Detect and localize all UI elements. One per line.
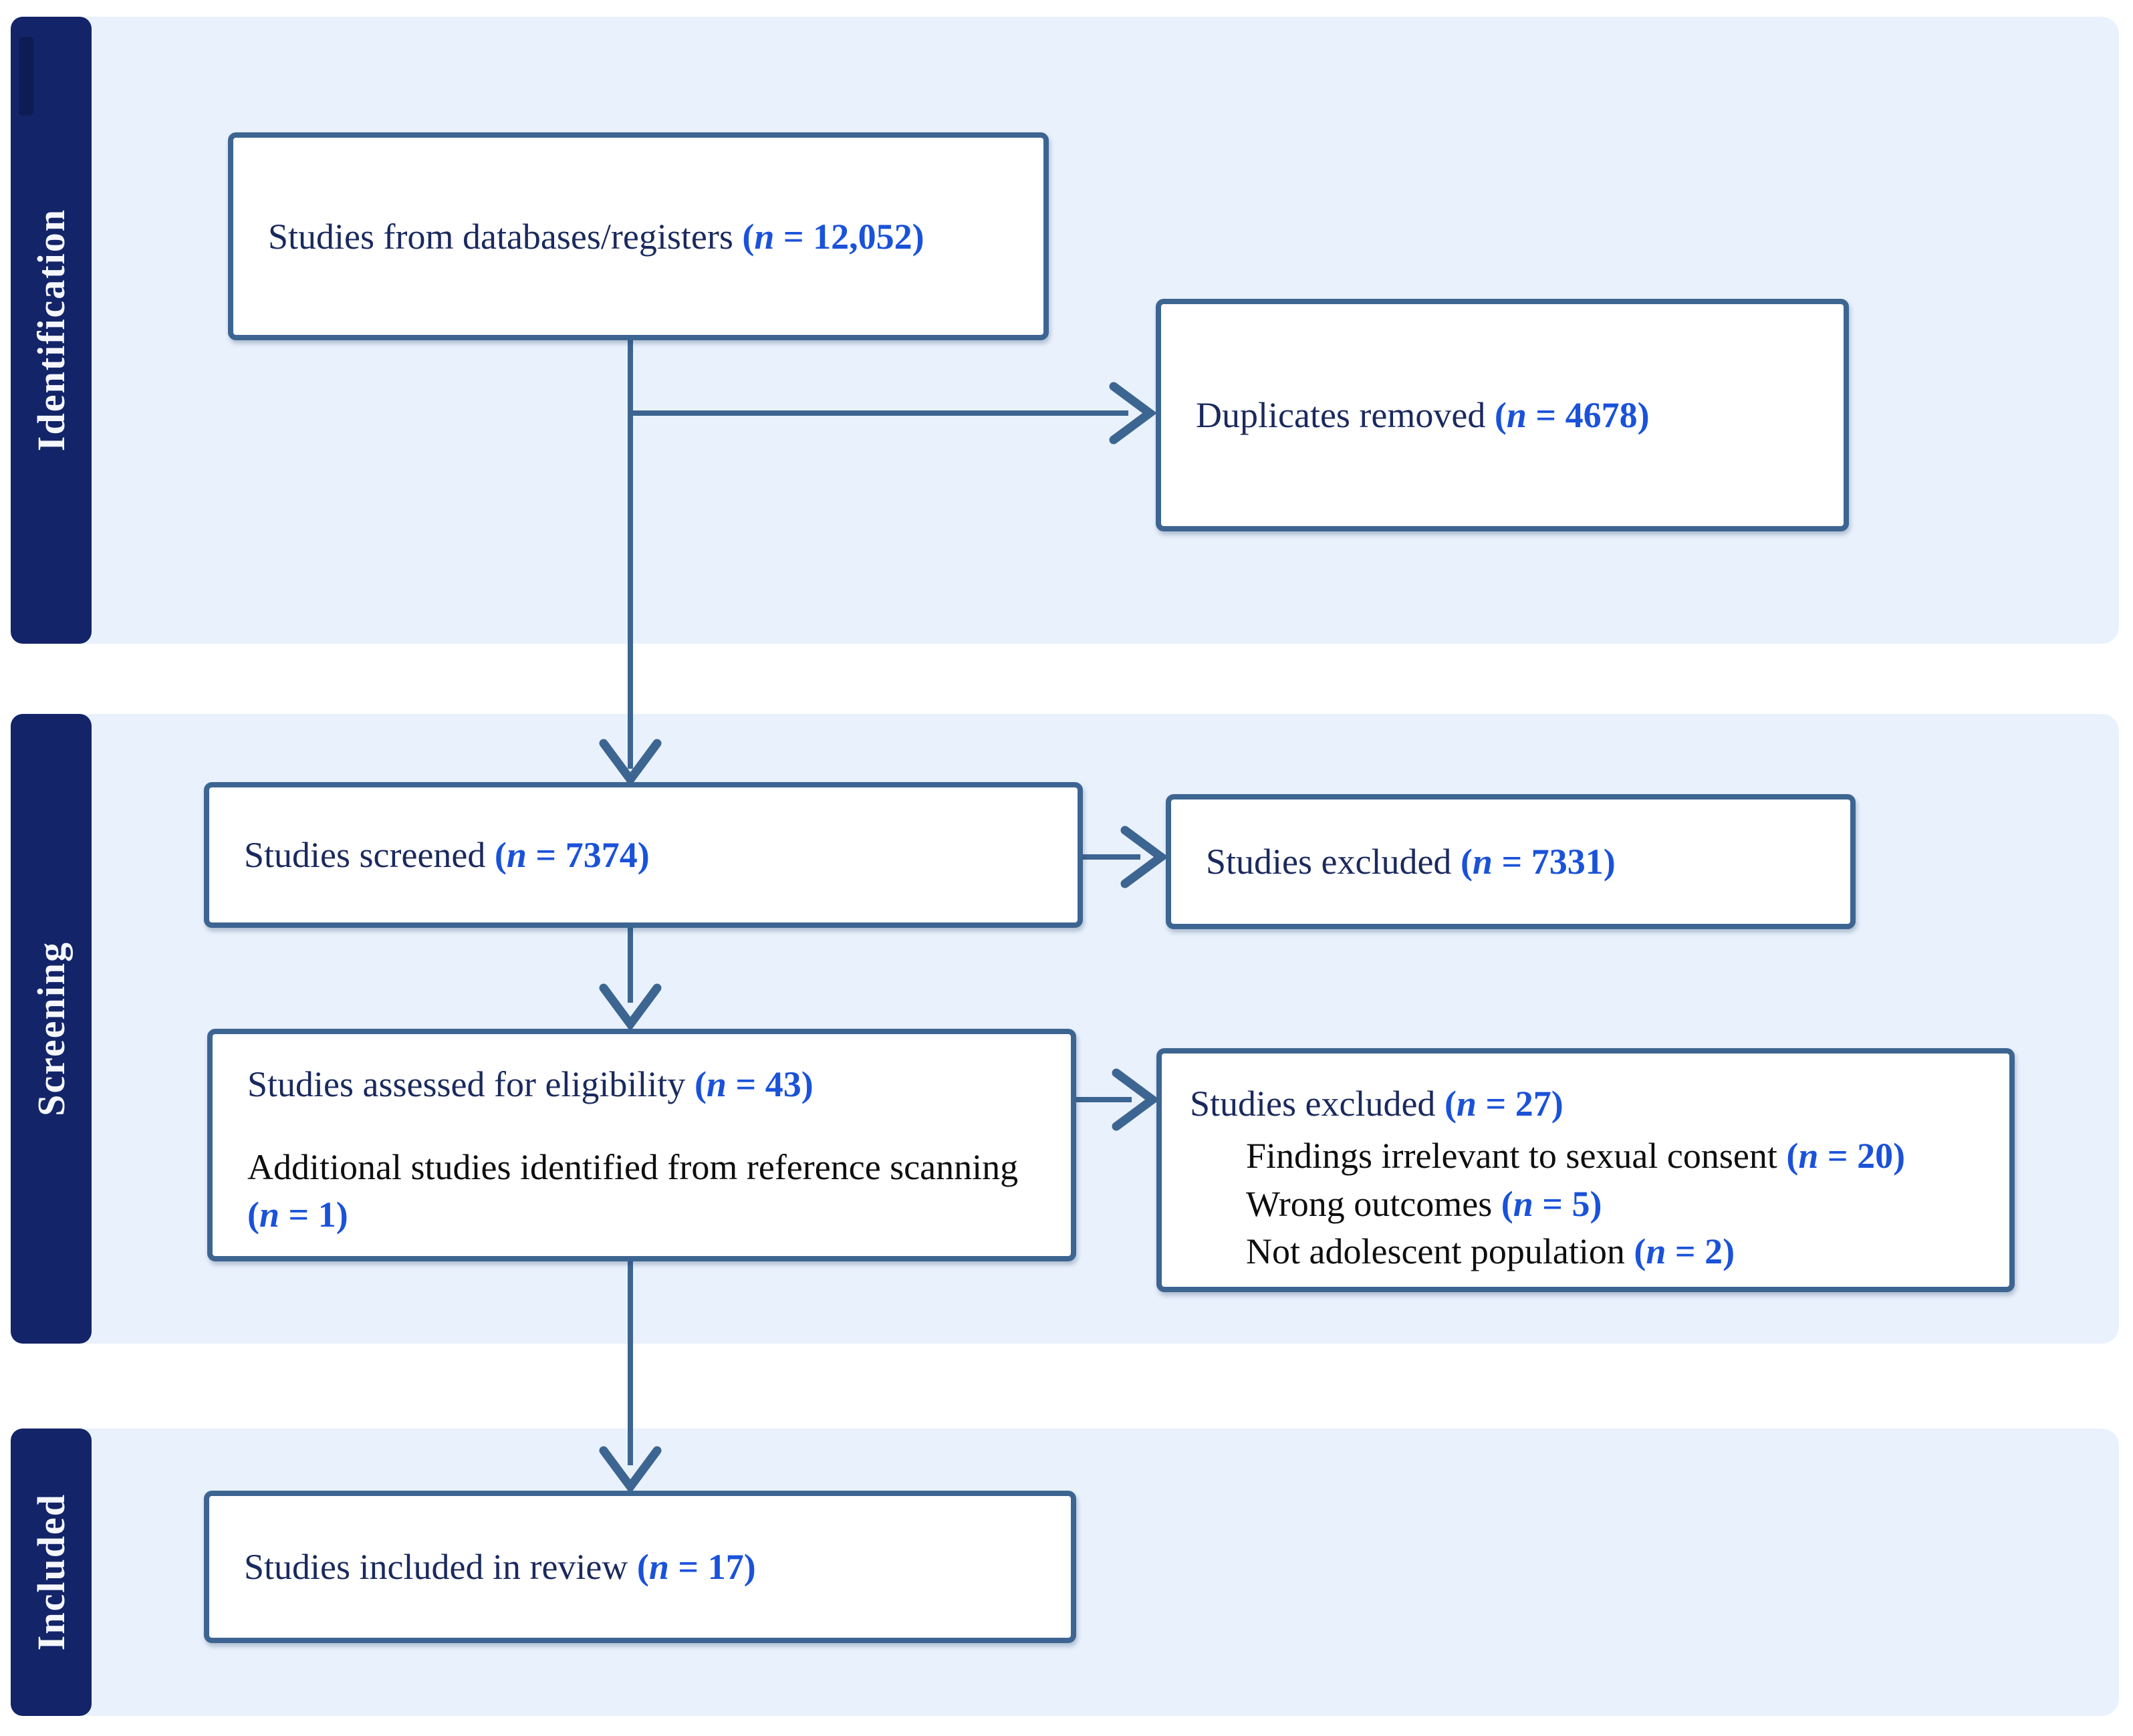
box-studies-included: Studies included in review (n = 17) bbox=[204, 1491, 1076, 1643]
box-studies-from-databases: Studies from databases/registers (n = 12… bbox=[228, 132, 1049, 340]
stage-bar-included: Included bbox=[11, 1429, 92, 1716]
exclusion-reason-item: Findings irrelevant to sexual consent (n… bbox=[1246, 1135, 1906, 1176]
stage-label-included: Included bbox=[29, 1493, 73, 1651]
box-studies-excluded-eligibility: Studies excluded (n = 27) Findings irrel… bbox=[1156, 1048, 2015, 1292]
stage-bar-shadow-artifact bbox=[19, 37, 33, 116]
stage-label-identification: Identification bbox=[29, 209, 73, 452]
exclusion-reason-item: Not adolescent population (n = 2) bbox=[1246, 1231, 1735, 1272]
stage-label-screening: Screening bbox=[29, 941, 73, 1116]
box-studies-assessed-eligibility: Studies assessed for eligibility (n = 43… bbox=[207, 1029, 1076, 1261]
box-additional-studies-label: Additional studies identified from refer… bbox=[247, 1147, 1019, 1235]
stage-bar-screening: Screening bbox=[11, 714, 92, 1344]
box-studies-assessed-eligibility-label: Studies assessed for eligibility (n = 43… bbox=[247, 1064, 813, 1104]
box-studies-from-databases-label: Studies from databases/registers (n = 12… bbox=[268, 216, 924, 257]
box-duplicates-removed: Duplicates removed (n = 4678) bbox=[1156, 299, 1849, 531]
box-studies-included-label: Studies included in review (n = 17) bbox=[244, 1547, 756, 1587]
box-studies-screened-label: Studies screened (n = 7374) bbox=[244, 835, 650, 875]
box-studies-excluded-screening: Studies excluded (n = 7331) bbox=[1166, 794, 1856, 929]
exclusion-reason-list: Findings irrelevant to sexual consent (n… bbox=[1190, 1132, 1981, 1276]
box-studies-screened: Studies screened (n = 7374) bbox=[204, 782, 1083, 928]
box-duplicates-removed-label: Duplicates removed (n = 4678) bbox=[1196, 395, 1650, 435]
box-studies-excluded-screening-label: Studies excluded (n = 7331) bbox=[1206, 842, 1616, 882]
box-studies-excluded-eligibility-label: Studies excluded (n = 27) bbox=[1190, 1084, 1563, 1124]
exclusion-reason-item: Wrong outcomes (n = 5) bbox=[1246, 1183, 1602, 1224]
stage-bar-identification: Identification bbox=[11, 17, 92, 644]
